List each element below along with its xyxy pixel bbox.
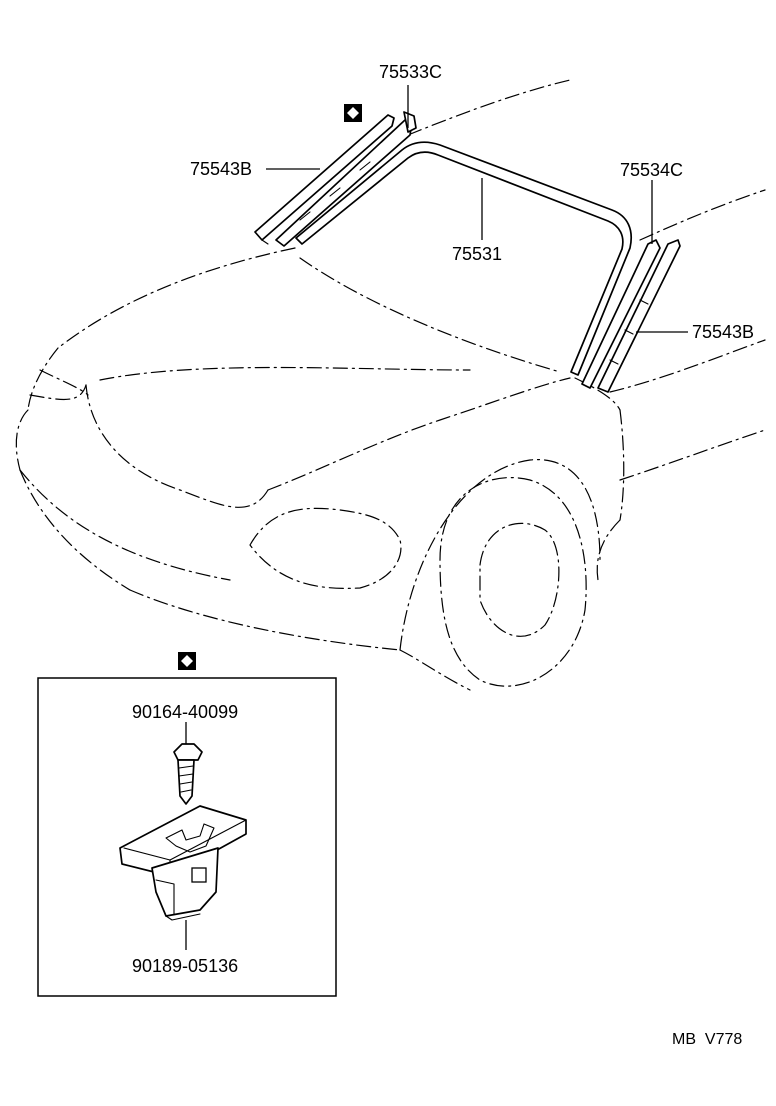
diamond-in-square-icon: [178, 652, 196, 670]
car-body-outline: [15, 79, 766, 691]
diamond-in-square-icon: [344, 104, 362, 122]
label-screw-part: 90164-40099: [132, 702, 238, 722]
screw-icon: [173, 722, 203, 805]
diagram-code: MB V778: [672, 1031, 742, 1048]
left-pillar-molding: [254, 111, 417, 247]
label-75543b-right: 75543B: [692, 322, 754, 342]
windshield-molding: [295, 141, 632, 376]
right-pillar-molding: [581, 239, 681, 393]
label-75531: 75531: [452, 244, 502, 264]
label-clip-part: 90189-05136: [132, 956, 238, 976]
label-75543b-left: 75543B: [190, 159, 252, 179]
callout-leaders: [266, 85, 688, 333]
clip-icon: [119, 805, 247, 950]
label-75534c: 75534C: [620, 160, 683, 180]
label-75533c: 75533C: [379, 62, 442, 82]
fastener-detail-box: 90164-40099 90189-05136: [37, 652, 337, 997]
